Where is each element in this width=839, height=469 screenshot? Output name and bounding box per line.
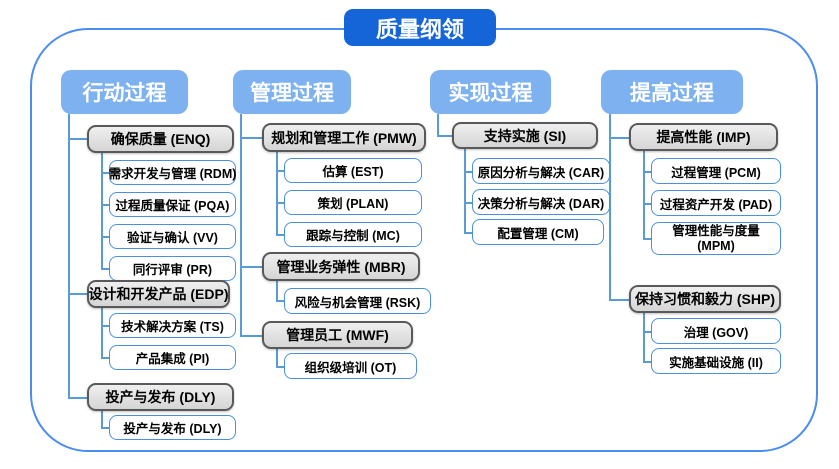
node-pad: 过程资产开发 (PAD) xyxy=(651,190,781,216)
connector xyxy=(101,427,109,429)
connector xyxy=(101,325,109,327)
connector xyxy=(609,137,629,139)
connector xyxy=(240,114,242,336)
connector xyxy=(68,397,87,399)
node-cm: 配置管理 (CM) xyxy=(472,219,604,245)
node-shp: 保持习惯和毅力 (SHP) xyxy=(629,285,781,313)
connector xyxy=(643,313,645,361)
connector xyxy=(643,238,651,240)
connector xyxy=(464,232,472,234)
node-pcm: 过程管理 (PCM) xyxy=(651,158,781,184)
connector xyxy=(643,151,645,239)
node-ts: 技术解决方案 (TS) xyxy=(109,313,236,338)
node-imp: 提高性能 (IMP) xyxy=(629,123,778,151)
connector xyxy=(464,171,472,173)
connector xyxy=(101,268,109,270)
node-rdm: 需求开发与管理 (RDM) xyxy=(109,160,236,185)
connector xyxy=(437,135,452,137)
connector xyxy=(240,137,262,139)
connector xyxy=(276,281,278,301)
node-rsk: 风险与机会管理 (RSK) xyxy=(284,288,431,314)
connector xyxy=(101,153,103,269)
node-car: 原因分析与解决 (CAR) xyxy=(472,158,610,184)
node-mwf: 管理员工 (MWF) xyxy=(262,321,413,349)
connector xyxy=(276,152,278,235)
connector xyxy=(643,361,651,363)
connector xyxy=(643,203,651,205)
node-dly-child: 投产与发布 (DLY) xyxy=(109,415,236,440)
connector xyxy=(101,172,109,174)
node-vv: 验证与确认 (VV) xyxy=(109,224,236,249)
connector xyxy=(240,335,262,337)
connector xyxy=(609,299,629,301)
node-ii: 实施基础设施 (II) xyxy=(651,348,781,374)
connector xyxy=(643,331,651,333)
node-gov: 治理 (GOV) xyxy=(651,318,781,344)
node-dly: 投产与发布 (DLY) xyxy=(87,383,234,411)
node-pr: 同行评审 (PR) xyxy=(109,256,236,281)
connector xyxy=(276,366,284,368)
connector xyxy=(68,114,70,398)
connector xyxy=(437,114,439,136)
connector xyxy=(68,138,87,140)
connector xyxy=(276,170,284,172)
column-header-action-process: 行动过程 xyxy=(61,70,188,114)
node-est: 估算 (EST) xyxy=(284,158,422,183)
connector xyxy=(276,300,284,302)
node-enq: 确保质量 (ENQ) xyxy=(87,125,234,153)
node-mpm: 管理性能与度量 (MPM) xyxy=(651,222,781,255)
column-header-improvement-process: 提高过程 xyxy=(601,70,743,114)
column-header-management-process: 管理过程 xyxy=(233,70,351,114)
node-pi: 产品集成 (PI) xyxy=(109,345,236,370)
connector xyxy=(101,236,109,238)
connector xyxy=(101,308,103,358)
node-pqa: 过程质量保证 (PQA) xyxy=(109,192,236,217)
node-edp: 设计和开发产品 (EDP) xyxy=(87,280,230,308)
node-mc: 跟踪与控制 (MC) xyxy=(284,222,422,247)
connector xyxy=(101,411,103,428)
node-pmw: 规划和管理工作 (PMW) xyxy=(262,123,426,152)
node-dar: 决策分析与解决 (DAR) xyxy=(472,189,610,215)
connector xyxy=(101,204,109,206)
diagram-title: 质量纲领 xyxy=(344,9,496,46)
column-header-realization-process: 实现过程 xyxy=(430,70,551,114)
connector xyxy=(276,202,284,204)
connector xyxy=(464,202,472,204)
connector xyxy=(464,149,466,233)
connector xyxy=(276,234,284,236)
connector xyxy=(101,357,109,359)
node-plan: 策划 (PLAN) xyxy=(284,190,422,215)
node-ot: 组织级培训 (OT) xyxy=(284,353,417,379)
connector xyxy=(240,266,262,268)
connector xyxy=(643,171,651,173)
node-mbr: 管理业务弹性 (MBR) xyxy=(262,252,420,281)
connector xyxy=(276,349,278,367)
node-si: 支持实施 (SI) xyxy=(452,122,598,149)
connector xyxy=(68,293,87,295)
